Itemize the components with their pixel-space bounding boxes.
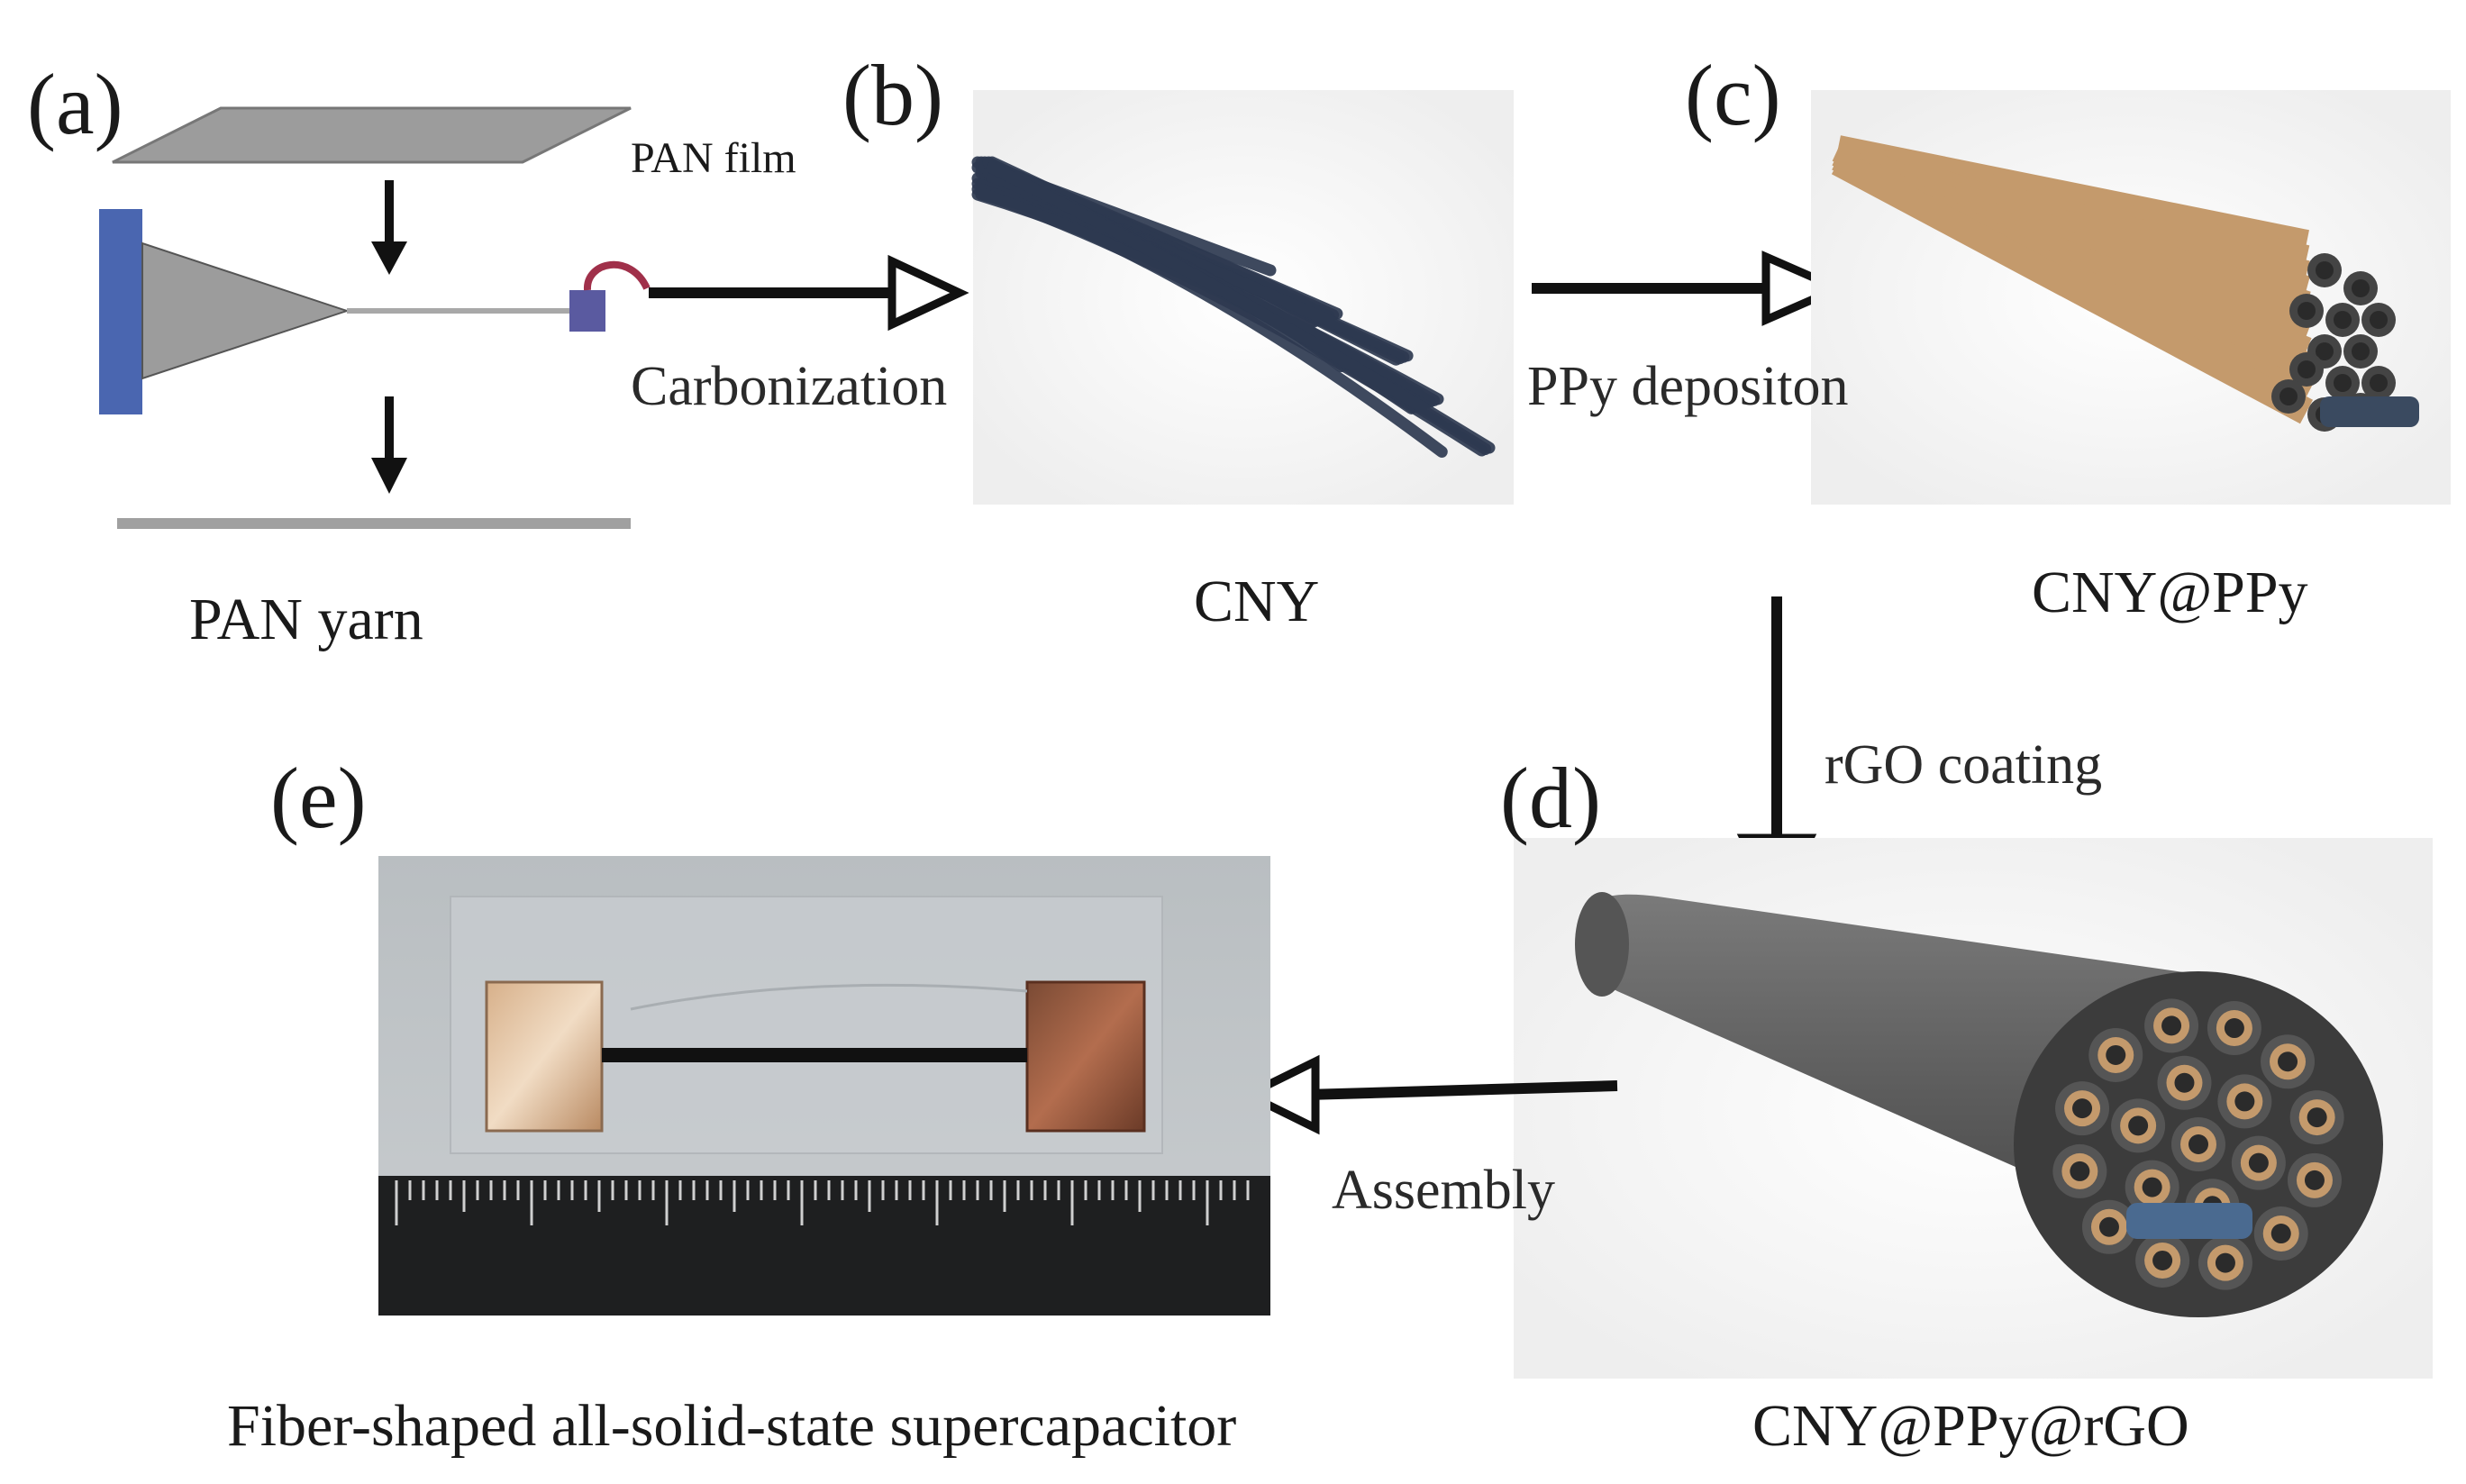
rgo-fiber-core <box>2188 1134 2208 1154</box>
ppy-fiber-core <box>2352 342 2370 360</box>
panel-label-c: (c) <box>1685 47 1781 143</box>
cny-ppy-label: CNY@PPy <box>2032 560 2308 625</box>
pan-film <box>112 106 632 164</box>
ppy-fiber-core <box>2316 342 2334 360</box>
step-assembly: Assembly <box>1332 1160 1555 1221</box>
collector-blue-bar <box>99 209 142 414</box>
ppy-fiber-core <box>2370 311 2388 329</box>
rgo-fiber-core <box>2307 1107 2327 1128</box>
rgo-fiber-core <box>2098 1216 2119 1237</box>
pan-film-label: PAN film <box>631 134 796 182</box>
rgo-core-fiber <box>2126 1203 2252 1239</box>
cny-label: CNY <box>1194 569 1320 634</box>
rgo-fiber-core <box>2224 1018 2244 1039</box>
ppy-fiber-core <box>2298 302 2316 320</box>
panel-label-e: (e) <box>270 750 367 846</box>
rgo-fiber-core <box>2248 1152 2269 1173</box>
cny-fiber <box>986 161 1496 454</box>
taylor-cone <box>141 241 350 380</box>
rgo-fiber-core <box>2152 1250 2173 1270</box>
rgo-fiber-core <box>2304 1170 2325 1190</box>
step-carbonization: Carbonization <box>631 356 948 417</box>
rgo-fiber-core <box>2070 1161 2090 1181</box>
ppy-fiber-core <box>2316 261 2334 279</box>
rgo-fiber-ends <box>2052 998 2344 1290</box>
ppy-fiber-core <box>2334 311 2352 329</box>
rgo-fiber-core <box>2161 1015 2182 1036</box>
cny-ppy-rgo-label: CNY@PPy@rGO <box>1752 1393 2189 1459</box>
rgo-fiber-core <box>2270 1224 2291 1244</box>
arrow-ppy-deposition <box>1532 250 1849 326</box>
panel-label-d: (d) <box>1500 750 1601 846</box>
rgo-fiber-core <box>2278 1052 2298 1072</box>
cny-fiber-bundle <box>971 156 1496 458</box>
rgo-fiber-core <box>2234 1091 2255 1112</box>
ppy-fiber-core <box>2279 387 2298 405</box>
yarn-thread <box>347 261 651 332</box>
arrow-yarn-down <box>371 396 407 494</box>
rgo-fiber-core <box>2106 1044 2126 1065</box>
rgo-fiber-core <box>2072 1098 2093 1119</box>
ppy-fiber-core <box>2370 374 2388 392</box>
ppy-fiber-core <box>2334 374 2352 392</box>
device-label: Fiber-shaped all-solid-state supercapaci… <box>227 1393 1237 1459</box>
step-ppy-deposition: PPy depositon <box>1527 356 1849 417</box>
cny-ppy-fiber-bundle <box>1831 135 2419 432</box>
rgo-fiber-core <box>2215 1252 2235 1273</box>
ruler-ticks <box>395 1180 1250 1225</box>
arrow-film-down <box>371 180 407 275</box>
ppy-fiber-core <box>2298 360 2316 378</box>
arrow-assembly <box>1238 1054 1618 1135</box>
device-photo <box>378 856 1270 1316</box>
ppy-fiber-core <box>2352 279 2370 297</box>
cny-core-fiber <box>2320 396 2419 427</box>
step-rgo-coating: rGO coating <box>1824 734 2103 796</box>
ppy-fiber <box>1831 150 2314 424</box>
arrow-carbonization <box>649 254 969 332</box>
panel-label-b: (b) <box>842 47 943 143</box>
panel-label-a: (a) <box>27 56 123 152</box>
pan-yarn-label: PAN yarn <box>189 587 423 652</box>
pan-yarn-base <box>117 518 631 529</box>
rgo-fiber-core <box>2128 1115 2149 1136</box>
rgo-fiber-core <box>2174 1072 2195 1093</box>
rgo-fiber-core <box>2142 1177 2162 1197</box>
